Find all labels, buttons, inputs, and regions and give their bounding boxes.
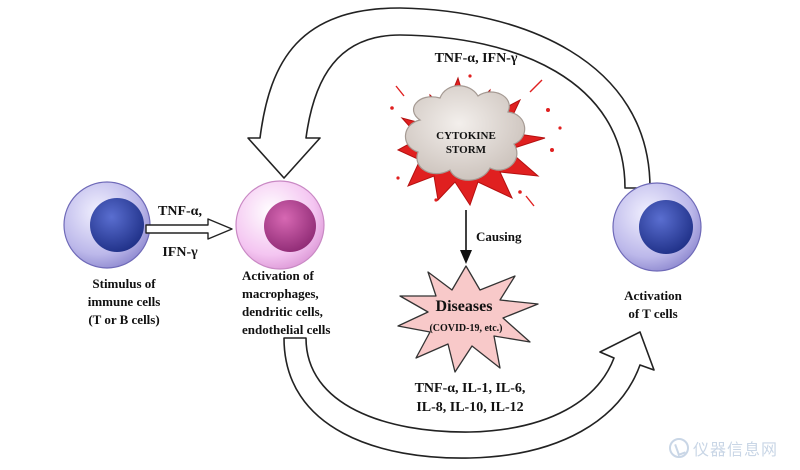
diseases-sub-label: (COVID-19, etc.)	[429, 323, 502, 334]
stimulus-label-line: Stimulus of	[92, 276, 156, 291]
bottom-cytokines-line2: IL-8, IL-10, IL-12	[416, 400, 523, 415]
macrophage-label: Activation of macrophages, dendritic cel…	[242, 268, 330, 337]
watermark: 仪器信息网	[668, 436, 778, 460]
stimulus-label: Stimulus of immune cells (T or B cells)	[88, 276, 161, 327]
macrophage-label-line: Activation of	[242, 268, 315, 283]
diseases-label: Diseases	[436, 298, 493, 315]
arrow-ifn-label: IFN-γ	[162, 245, 198, 260]
macrophage-label-line: macrophages,	[242, 286, 319, 301]
arrow-tnf-label: TNF-α,	[158, 204, 202, 219]
top-cytokines-label: TNF-α, IFN-γ	[435, 51, 518, 66]
stimulus-immune-cell	[63, 181, 151, 269]
stimulus-to-macrophage-arrow	[145, 218, 233, 240]
macrophage-label-line: endothelial cells	[242, 322, 330, 337]
storm-label-line2: STORM	[446, 144, 487, 156]
macrophage-label-line: dendritic cells,	[242, 304, 323, 319]
watermark-logo-icon	[668, 438, 689, 458]
t-cell-label: Activation of T cells	[624, 288, 683, 321]
storm-label-line1: CYTOKINE	[436, 130, 496, 142]
t-cell-label-line: Activation	[624, 288, 683, 303]
bottom-cycle-arrow	[283, 331, 655, 459]
watermark-text: 仪器信息网	[692, 440, 778, 459]
t-cell-label-line: of T cells	[628, 306, 677, 321]
top-cycle-arrow	[247, 7, 651, 189]
diseases-burst	[397, 265, 539, 373]
macrophage-cell	[235, 180, 325, 270]
causing-arrow	[460, 210, 472, 264]
bottom-cytokines-line1: TNF-α, IL-1, IL-6,	[415, 381, 526, 396]
stimulus-label-line: immune cells	[88, 294, 161, 309]
cytokine-storm-graphic	[390, 74, 562, 207]
stimulus-label-line: (T or B cells)	[88, 312, 159, 327]
causing-label: Causing	[476, 229, 522, 244]
activated-t-cell	[612, 182, 702, 272]
